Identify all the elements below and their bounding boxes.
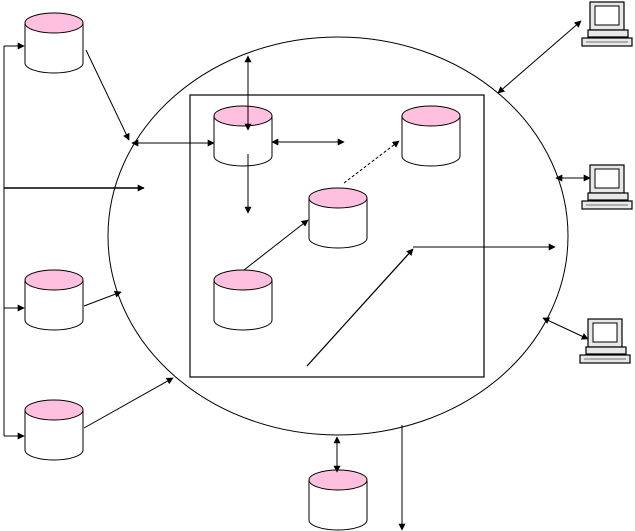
db-top-left-to-system-arrow (85, 49, 130, 141)
db-bottom-left-to-system-arrow (83, 377, 174, 429)
core-center-to-top-right-arrow (343, 140, 400, 184)
database-core-center-icon (308, 187, 368, 249)
db-mid-left-to-system-arrow (83, 290, 122, 307)
computer-bottom-icon (579, 318, 631, 364)
core-diagonal-flow-arrow (306, 248, 414, 367)
core-bottom-to-center-arrow (243, 219, 309, 271)
core-subsystem-box (189, 94, 485, 378)
database-core-main-icon (213, 105, 273, 167)
database-bottom-center-icon (308, 469, 368, 531)
computer-top-link-arrow (497, 20, 582, 94)
database-core-top-right-icon (401, 105, 461, 167)
computer-middle-icon (581, 164, 633, 210)
computer-bottom-link-arrow (542, 317, 589, 340)
database-core-bottom-left-icon (213, 269, 273, 331)
database-bottom-left-icon (24, 399, 84, 461)
computer-top-icon (581, 1, 633, 47)
database-mid-left-icon (24, 269, 84, 331)
database-top-left-icon (24, 12, 84, 74)
system-boundary-ellipse (107, 36, 569, 436)
